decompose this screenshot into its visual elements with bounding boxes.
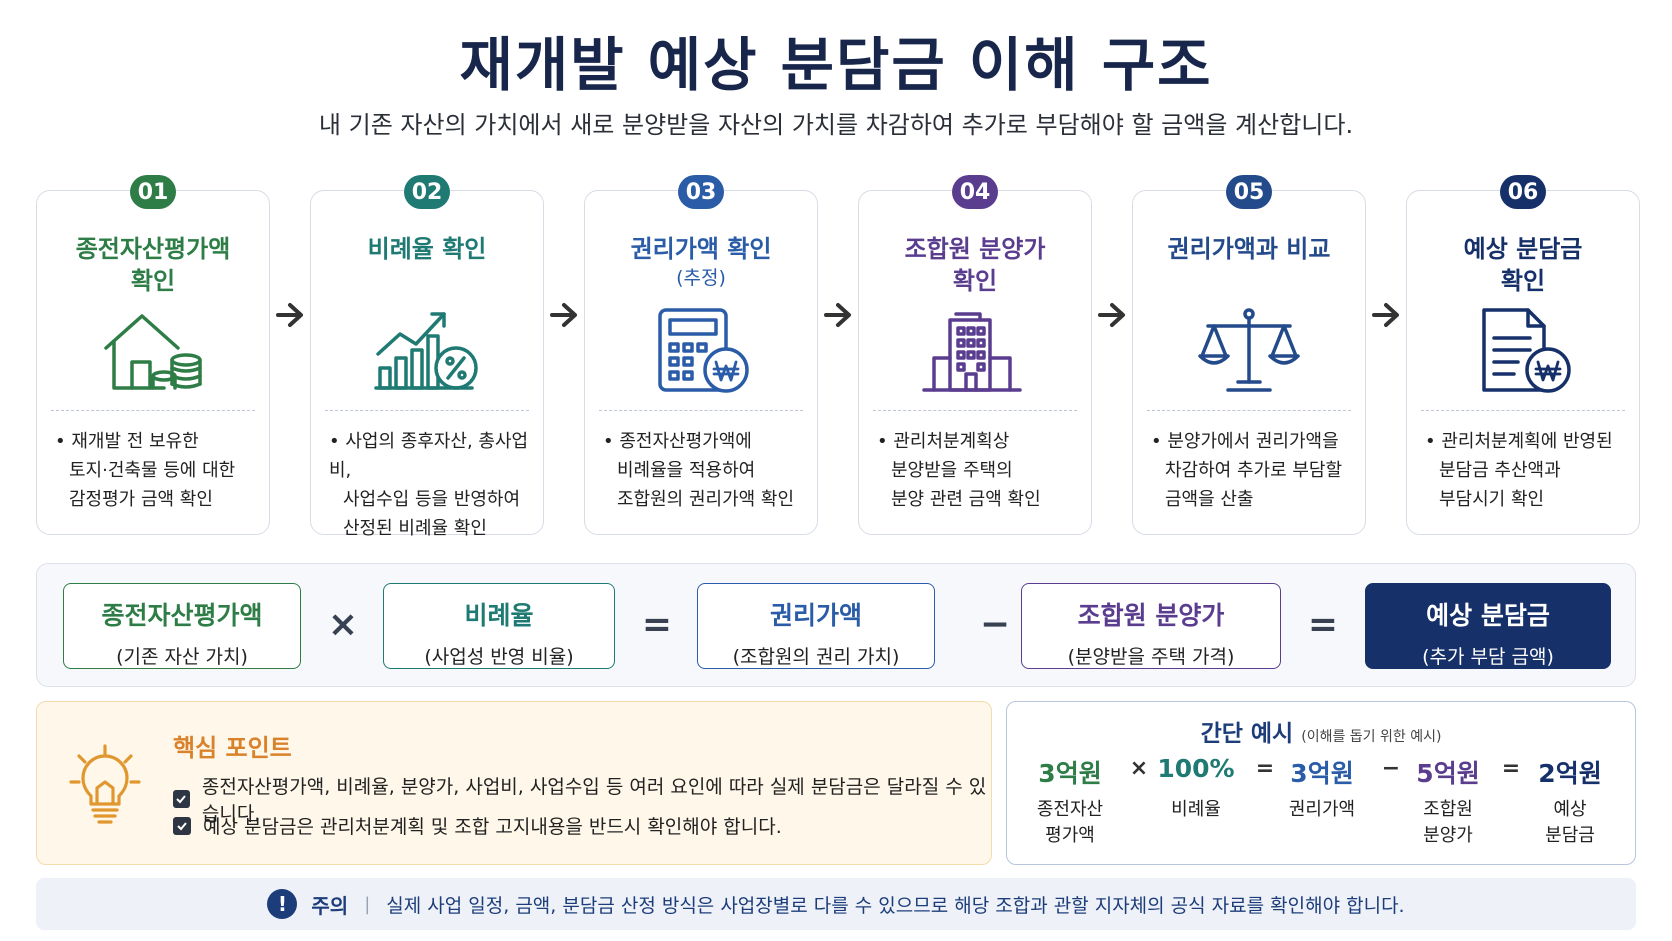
- arrow-right-icon: [824, 303, 851, 327]
- example-value: 5억원: [1416, 759, 1480, 788]
- formula-box-ratio: 비례율 (사업성 반영 비율): [383, 583, 615, 669]
- step-description: 관리처분계획상 분양받을 주택의 분양 관련 금액 확인: [877, 427, 1081, 514]
- arrow-right-icon: [1372, 303, 1399, 327]
- lightbulb-icon: [69, 744, 141, 824]
- house-coins-icon: [104, 314, 202, 390]
- example-value: 3억원: [1038, 759, 1102, 788]
- step-divider: [51, 410, 255, 411]
- step-divider: [325, 410, 529, 411]
- formula-box-member-price: 조합원 분양가 (분양받을 주택 가격): [1021, 583, 1281, 669]
- formula-bar: 종전자산평가액 (기존 자산 가치) × 비례율 (사업성 반영 비율) = 권…: [36, 563, 1636, 687]
- calculator-won-icon: [658, 308, 749, 393]
- example-value: 2억원: [1538, 759, 1602, 788]
- example-operator: =: [1501, 756, 1521, 781]
- example-operator: =: [1255, 756, 1275, 781]
- alert-icon: !: [267, 889, 298, 919]
- step-description: 분양가에서 권리가액을 차감하여 추가로 부담할 금액을 산출: [1151, 427, 1355, 514]
- formula-box-rights-value: 권리가액 (조합원의 권리 가치): [697, 583, 935, 669]
- step-title: 권리가액과 비교: [1167, 235, 1331, 263]
- step-divider: [599, 410, 803, 411]
- formula-operator: −: [979, 604, 1011, 645]
- step-card-06: 06 예상 분담금 확인 관리처분계획에 반영된 분담금 추산액과 부담시기 확…: [1406, 175, 1640, 535]
- step-title: 종전자산평가액 확인: [75, 235, 231, 295]
- growth-chart-percent-icon: [374, 312, 478, 390]
- step-card-02: 02 비례율 확인 사업의 종후자산, 총사업비, 사업수입 등을 반영하여 산…: [310, 175, 544, 539]
- formula-operator: =: [1307, 604, 1339, 645]
- step-divider: [1421, 410, 1625, 411]
- checkbox-icon: [173, 790, 190, 808]
- divider: |: [364, 893, 371, 915]
- step-card-03: 03 권리가액 확인 (추정) 종전자산평가액에 비례율을 적용하여 조합원의 …: [584, 175, 818, 535]
- apartment-building-icon: [922, 312, 1022, 392]
- step-badge: 01: [130, 175, 176, 209]
- caution-label: 주의: [311, 893, 349, 918]
- key-point-panel: 핵심 포인트 종전자산평가액, 비례율, 분양가, 사업비, 사업수입 등 여러…: [36, 701, 992, 865]
- step-badge: 06: [1500, 175, 1546, 209]
- example-label: 비례율: [1171, 799, 1221, 820]
- example-value: 100%: [1157, 754, 1235, 783]
- step-badge: 03: [678, 175, 724, 209]
- formula-operator: =: [641, 604, 673, 645]
- step-divider: [1147, 410, 1351, 411]
- example-operator: −: [1381, 756, 1401, 781]
- example-label: 권리가액: [1288, 799, 1356, 820]
- page-subtitle: 내 기존 자산의 가치에서 새로 분양받을 자산의 가치를 차감하여 추가로 부…: [318, 111, 1354, 139]
- balance-scale-icon: [1198, 308, 1300, 392]
- page-title: 재개발 예상 분담금 이해 구조: [459, 31, 1213, 99]
- step-title: 예상 분담금 확인: [1463, 235, 1583, 295]
- formula-box-prior-asset: 종전자산평가액 (기존 자산 가치): [63, 583, 301, 669]
- caution-banner: ! 주의 | 실제 사업 일정, 금액, 분담금 산정 방식은 사업장별로 다를…: [36, 878, 1636, 930]
- step-description: 종전자산평가액에 비례율을 적용하여 조합원의 권리가액 확인: [603, 427, 807, 514]
- step-card-04: 04 조합원 분양가 확인 관리처분계획상 분양받을 주택의 분양 관련 금액 …: [858, 175, 1092, 535]
- step-title: 권리가액 확인 (추정): [630, 235, 772, 289]
- step-card-05: 05 권리가액과 비교 분양가에서 권리가액을 차감하여 추가로 부담할 금액을…: [1132, 175, 1366, 535]
- example-title: 간단 예시 (이해를 돕기 위한 예시): [1200, 721, 1442, 747]
- key-point-item: 예상 분담금은 관리처분계획 및 조합 고지내용을 반드시 확인해야 합니다.: [173, 812, 782, 839]
- formula-operator: ×: [327, 604, 359, 645]
- example-value: 3억원: [1290, 759, 1354, 788]
- step-title: 조합원 분양가 확인: [904, 235, 1046, 295]
- arrow-right-icon: [276, 303, 303, 327]
- step-description: 관리처분계획에 반영된 분담금 추산액과 부담시기 확인: [1425, 427, 1629, 514]
- formula-box-expected-contribution: 예상 분담금 (추가 부담 금액): [1365, 583, 1611, 669]
- step-card-01: 01 종전자산평가액 확인 재개발 전 보유한 토지·건축물 등에 대한 감정평…: [36, 175, 270, 535]
- document-won-icon: [1482, 308, 1571, 393]
- step-description: 재개발 전 보유한 토지·건축물 등에 대한 감정평가 금액 확인: [55, 427, 259, 514]
- step-divider: [873, 410, 1077, 411]
- step-badge: 05: [1226, 175, 1272, 209]
- key-point-item: 종전자산평가액, 비례율, 분양가, 사업비, 사업수입 등 여러 요인에 따라…: [173, 772, 991, 826]
- arrow-right-icon: [550, 303, 577, 327]
- step-description: 사업의 종후자산, 총사업비, 사업수입 등을 반영하여 산정된 비례율 확인: [329, 427, 533, 543]
- arrow-right-icon: [1098, 303, 1125, 327]
- caution-text: 실제 사업 일정, 금액, 분담금 산정 방식은 사업장별로 다를 수 있으므로…: [386, 894, 1405, 917]
- step-badge: 02: [404, 175, 450, 209]
- checkbox-icon: [173, 816, 191, 835]
- example-operator: ×: [1129, 756, 1149, 781]
- step-title: 비례율 확인: [367, 235, 487, 263]
- key-point-title: 핵심 포인트: [173, 734, 292, 762]
- step-badge: 04: [952, 175, 998, 209]
